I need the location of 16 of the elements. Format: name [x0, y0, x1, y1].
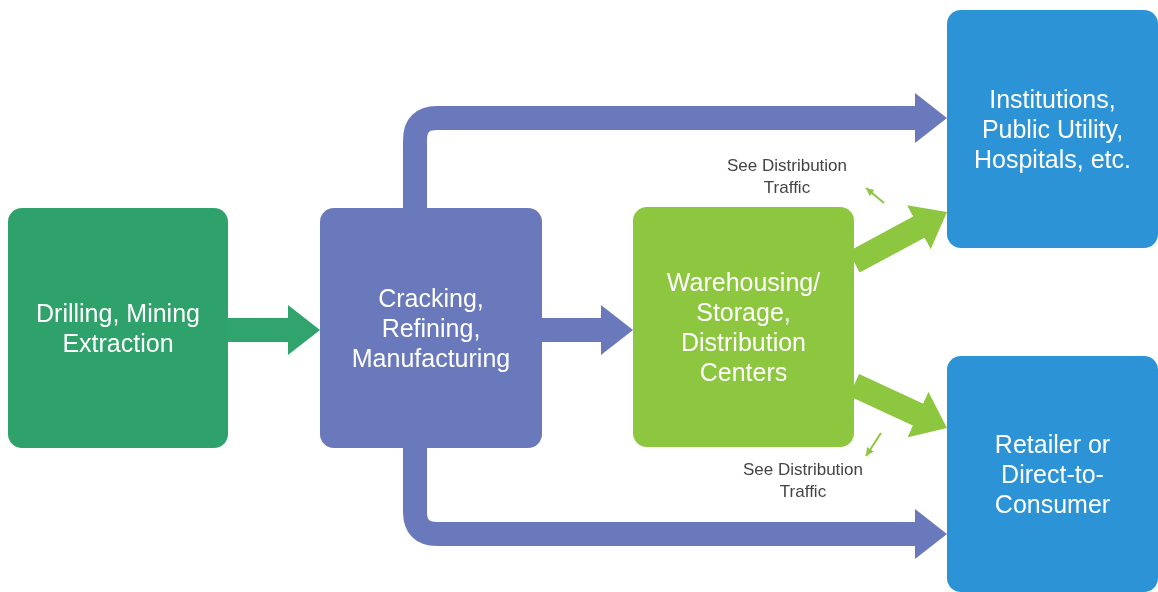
- note-text: See Distribution Traffic: [742, 458, 864, 503]
- process-box: [947, 356, 1158, 592]
- box-label: Institutions, Public Utility, Hospitals, etc.: [973, 84, 1132, 174]
- arrow: [865, 187, 885, 204]
- box-label: Cracking, Refining, Manufacturing: [350, 283, 512, 373]
- arrow: [542, 305, 633, 355]
- box-label: Drilling, Mining Extraction: [35, 298, 201, 358]
- arrow: [865, 432, 882, 457]
- box-label: Warehousing/ Storage, Distribution Centers: [665, 267, 822, 387]
- process-box: [320, 208, 542, 448]
- process-box: [947, 10, 1158, 248]
- arrow: [228, 305, 320, 355]
- note-text: See Distribution Traffic: [726, 154, 848, 199]
- process-box: [8, 208, 228, 448]
- box-label: Retailer or Direct-to- Consumer: [993, 429, 1112, 519]
- process-box: [633, 207, 854, 447]
